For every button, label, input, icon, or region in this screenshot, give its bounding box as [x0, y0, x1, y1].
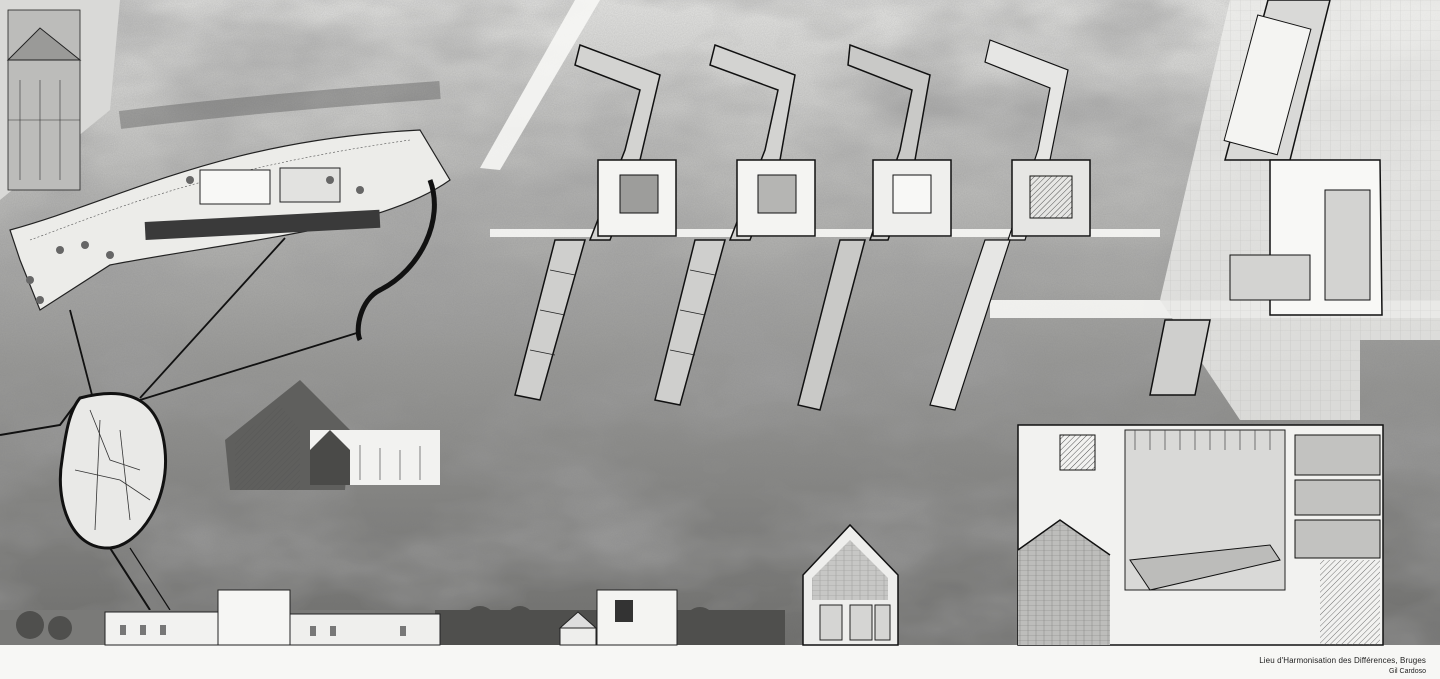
- leader-lines: [69, 237, 361, 401]
- site-plan-drawing: [0, 0, 451, 342]
- large-section: [1017, 424, 1384, 646]
- floor-plan-level-4: [929, 39, 1091, 411]
- author-name: Gil Cardoso: [1389, 668, 1426, 675]
- floor-plan-level-2: [654, 44, 816, 406]
- small-section: [802, 523, 899, 646]
- city-map-drawing: [0, 392, 171, 611]
- perspective-sketch: [225, 380, 440, 490]
- floor-plan-level-3: [797, 43, 952, 411]
- floor-plan-level-1: [514, 44, 677, 401]
- sheet-caption: Lieu d'Harmonisation des Différences, Br…: [1259, 655, 1426, 677]
- bottom-margin: [0, 645, 1440, 679]
- street-elevation: [0, 589, 785, 646]
- detail-plan: [1149, 0, 1383, 396]
- project-title: Lieu d'Harmonisation des Différences, Br…: [1259, 656, 1426, 665]
